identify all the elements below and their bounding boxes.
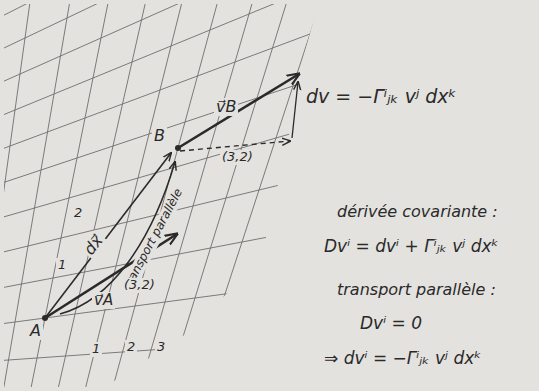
vector-label: v⃗A: [92, 292, 115, 309]
component-label: (3,2): [122, 278, 157, 293]
dv-arrow: [292, 82, 298, 138]
point-label: B: [152, 127, 167, 145]
axis-number: 1: [56, 258, 68, 273]
component-label: (3,2): [220, 150, 255, 165]
axis-number: 1: [90, 342, 102, 357]
note: dérivée covariante :: [335, 203, 500, 221]
axis-number: 3: [155, 340, 167, 355]
curve-label: transport parallèle: [120, 185, 186, 293]
point-label: A: [28, 322, 43, 340]
axis-number: 2: [72, 206, 84, 221]
grid-line: [0, 0, 522, 142]
grid-line: [0, 26, 473, 206]
formula: Dvⁱ = 0: [358, 314, 424, 334]
grid-line: [123, 0, 319, 391]
grid-line: [0, 336, 351, 366]
grid-line: [98, 0, 273, 391]
grid-line: [200, 0, 459, 391]
vector-vb: [178, 74, 299, 148]
grid-line: [0, 0, 539, 46]
grid-line: [0, 0, 498, 174]
formula: Dvⁱ = dvⁱ + Γⁱⱼₖ vʲ dxᵏ: [322, 237, 501, 257]
vector-label: dx⃗: [79, 230, 108, 260]
grid-line: [0, 0, 539, 14]
grid-line: [0, 0, 539, 78]
grid-line: [72, 0, 226, 391]
grid-line: [47, 0, 180, 391]
grid-line: [0, 0, 87, 391]
grid-line: [225, 0, 505, 391]
axis-number: 2: [125, 340, 137, 355]
formula: ⇒ dvⁱ = −Γⁱⱼₖ vʲ dxᵏ: [322, 349, 483, 369]
grid-line: [251, 0, 539, 391]
grid-line: [276, 0, 539, 391]
note: transport parallèle :: [335, 281, 498, 299]
point-a: [42, 315, 48, 321]
point-b: [175, 145, 181, 151]
formula: dv = −Γⁱⱼₖ vʲ dxᵏ: [304, 86, 459, 108]
vector-label: v⃗B: [214, 98, 238, 116]
